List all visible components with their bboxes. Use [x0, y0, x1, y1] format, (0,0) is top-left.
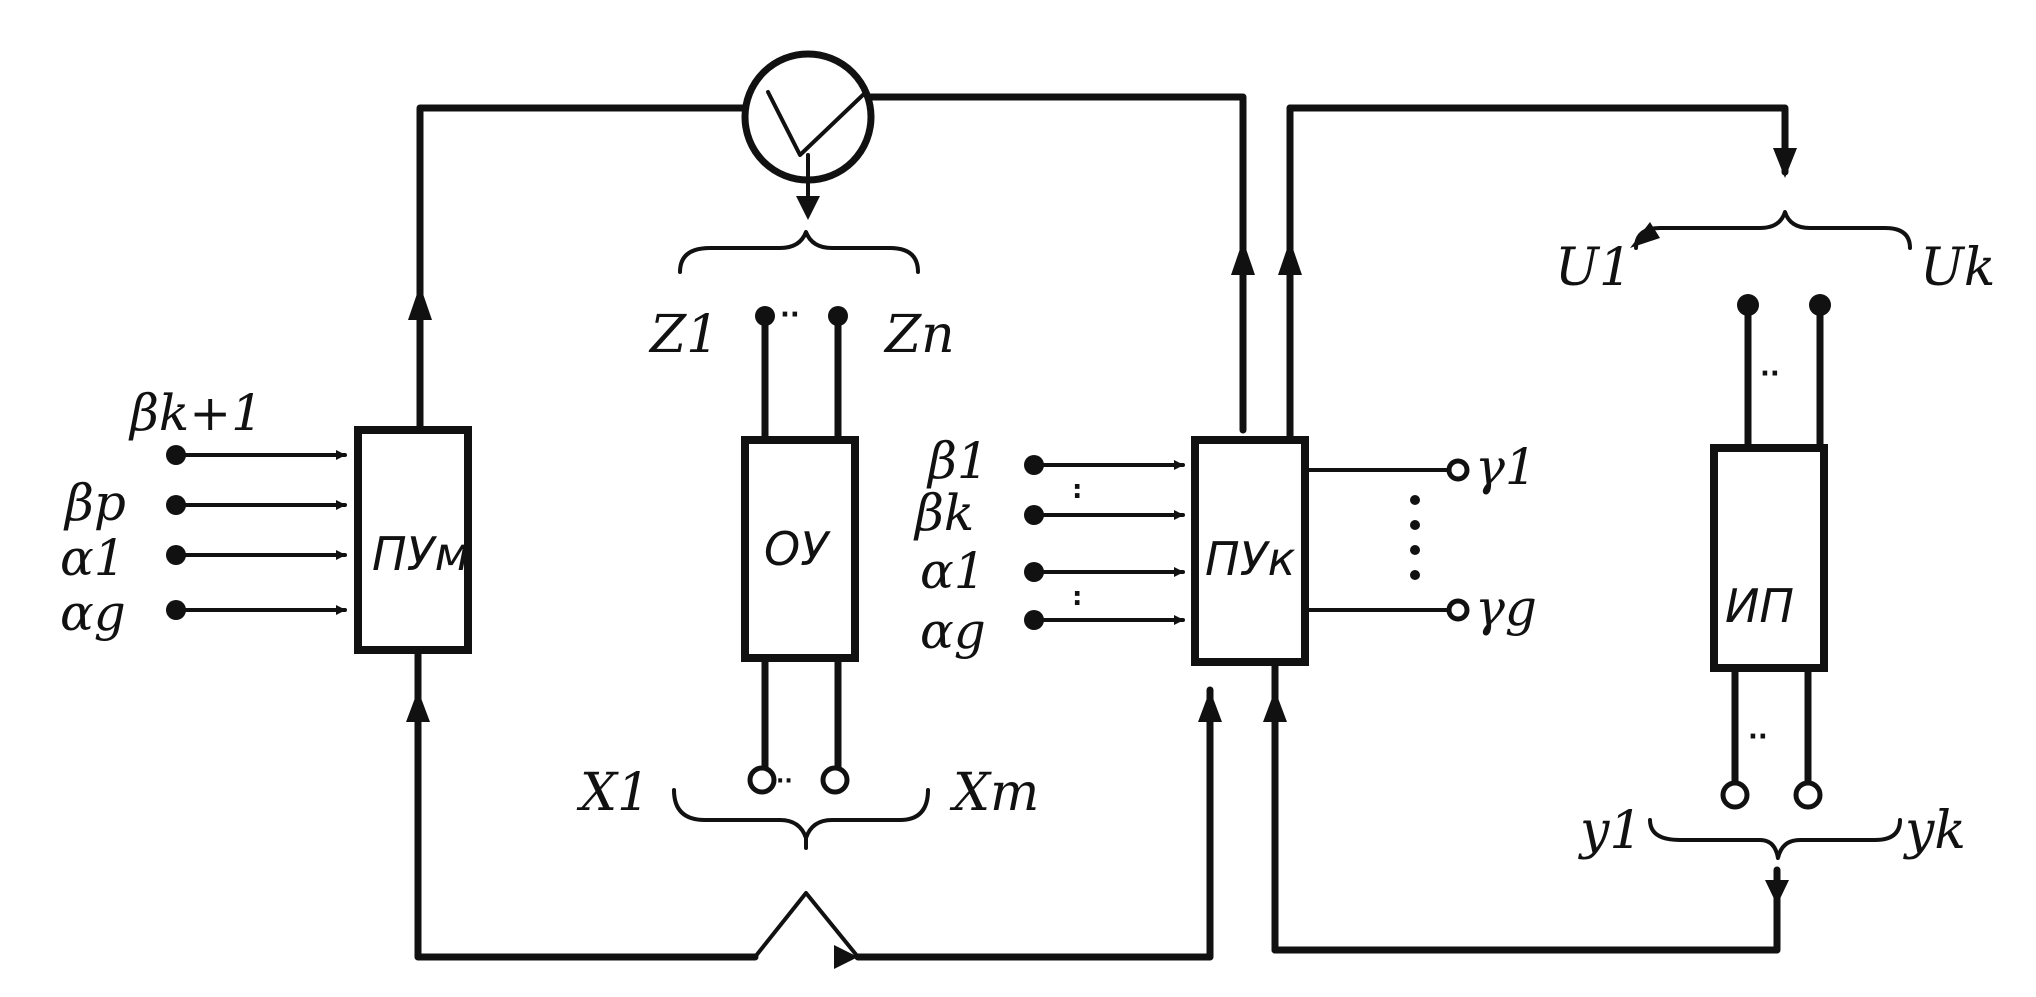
beta-k1-label: βk+1: [128, 384, 263, 442]
beta-p-label: βp: [63, 474, 126, 532]
xm-label: Xm: [949, 763, 1039, 823]
z1-label: Z1: [648, 305, 719, 365]
pu-k-alpha-g-label: αg: [920, 602, 986, 660]
z1-terminal: [755, 306, 775, 326]
y1-terminal: [1720, 780, 1750, 810]
ip-block: [1710, 444, 1828, 672]
yk-terminal: [1793, 780, 1823, 810]
beta-k1-input: [166, 445, 186, 465]
x1-terminal: [747, 765, 777, 795]
xm-terminal: [820, 765, 850, 795]
u-ellipsis: ··: [1760, 359, 1780, 389]
ip-group: U1 Uk ·· ИП ·· y1 yk: [1555, 210, 1995, 861]
uk-label: Uk: [1920, 238, 1995, 298]
svg-text::: :: [1072, 475, 1082, 505]
y-ellipsis: ··: [1748, 722, 1768, 752]
brace-x: [672, 788, 930, 850]
u1-label: U1: [1555, 238, 1632, 298]
pu-k-beta-k-label: βk: [913, 484, 974, 542]
x-ellipsis: ··: [776, 769, 793, 794]
pu-k-alpha-1-input: [1024, 562, 1044, 582]
pu-m-group: ПУм βk+1 βp α1 αg: [60, 384, 472, 654]
y1-label: y1: [1578, 801, 1642, 861]
alpha-g-input: [166, 600, 186, 620]
brace-z: [678, 230, 920, 274]
pu-m-feedback-loop: [408, 93, 1247, 434]
bottom-loop: [406, 646, 1222, 969]
gamma-g-output: [1446, 598, 1470, 622]
gamma-1-output: [1446, 458, 1470, 482]
pu-k-block: [1191, 436, 1309, 666]
ip-label: ИП: [1725, 579, 1794, 633]
pu-k-beta-1-input: [1024, 455, 1044, 475]
pu-m-label: ПУм: [372, 527, 469, 581]
zn-terminal: [828, 306, 848, 326]
alpha-1-input: [166, 545, 186, 565]
gamma-1-label: γ1: [1475, 438, 1537, 496]
beta-p-input: [166, 495, 186, 515]
pu-k-label: ПУк: [1205, 532, 1296, 586]
svg-text::: :: [1072, 582, 1082, 612]
selector-switch: [741, 50, 875, 220]
zn-label: Zn: [883, 305, 955, 365]
ou-block: [741, 436, 859, 662]
yk-label: yk: [1903, 801, 1966, 861]
x1-label: X1: [576, 763, 650, 823]
u1-terminal: [1737, 294, 1759, 316]
alpha-g-label: αg: [60, 584, 126, 642]
pu-k-group: ПУк : : β1 βk α1 αg γ1: [913, 104, 1797, 954]
pu-m-block: [354, 426, 472, 654]
pu-k-alpha-g-input: [1024, 610, 1044, 630]
uk-terminal: [1809, 294, 1831, 316]
z-ellipsis: ··: [780, 300, 800, 330]
pu-k-alpha-1-label: α1: [920, 542, 986, 600]
ou-label: ОУ: [764, 522, 831, 576]
gamma-g-label: γg: [1475, 579, 1537, 637]
alpha-1-label: α1: [60, 529, 126, 587]
pu-k-beta-k-input: [1024, 505, 1044, 525]
pu-k-beta-1-label: β1: [926, 432, 989, 490]
ou-block-group: ·· ОУ ··: [741, 300, 859, 795]
